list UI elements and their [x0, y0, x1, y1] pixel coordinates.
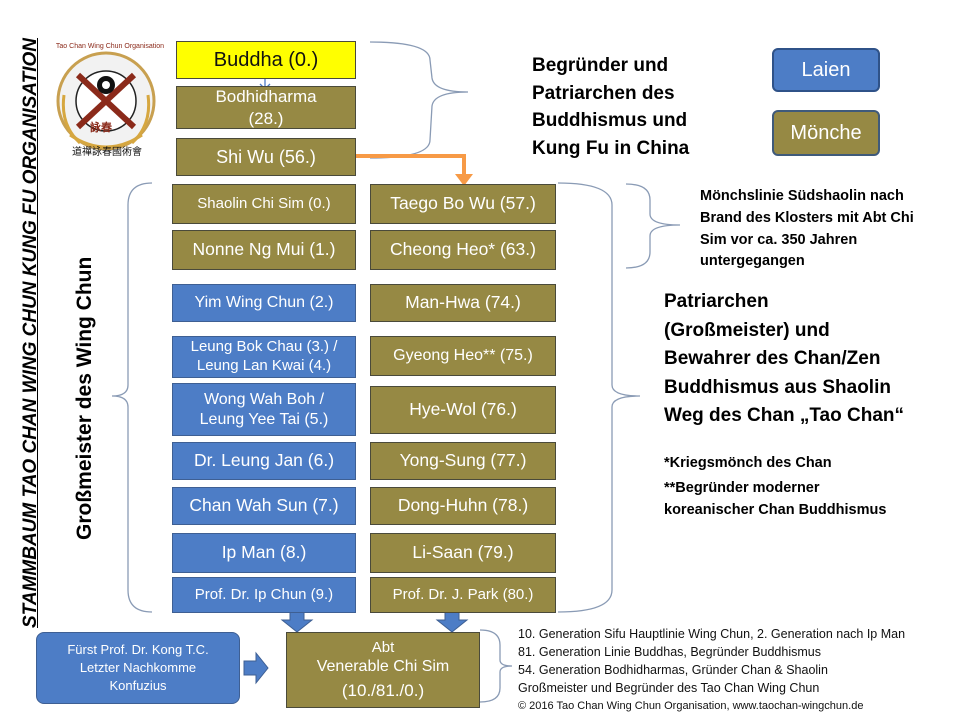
brace-right — [557, 182, 641, 613]
node-shiwu: Shi Wu (56.) — [176, 138, 356, 176]
down-arrow-left — [280, 611, 314, 633]
node-right-7: Dong-Huhn (78.) — [370, 487, 556, 525]
heading-patriarchs: Patriarchen (Großmeister) und Bewahrer d… — [664, 291, 904, 426]
logo-chinese-bottom: 道禪詠春國術會 — [72, 147, 142, 158]
node-left-7: Chan Wah Sun (7.) — [172, 487, 356, 525]
node-left-1: Shaolin Chi Sim (0.) — [172, 184, 356, 224]
brace-founders — [369, 41, 469, 159]
node-right-1: Taego Bo Wu (57.) — [370, 184, 556, 224]
generation-line-4: Großmeister und Begründer des Tao Chan W… — [518, 681, 820, 695]
side-label: Großmeister des Wing Chun — [73, 256, 96, 540]
node-right-3: Man-Hwa (74.) — [370, 284, 556, 322]
organisation-logo: 詠春 Tao Chan Wing Chun Organisation — [50, 43, 164, 157]
node-bodhidharma: Bodhidharma (28.) — [176, 86, 356, 129]
node-left-3: Yim Wing Chun (2.) — [172, 284, 356, 322]
orange-arrow-head — [455, 174, 473, 186]
down-arrow-right — [435, 611, 469, 633]
legend-moenche: Mönche — [772, 110, 880, 156]
yin-yang-crossed-sticks-emblem-icon — [56, 51, 156, 151]
logo-chinese-center: 詠春 — [90, 122, 112, 134]
node-right-4: Gyeong Heo** (75.) — [370, 336, 556, 376]
copyright: © 2016 Tao Chan Wing Chun Organisation, … — [518, 700, 864, 712]
abt-line3: (10./81./0.) — [341, 681, 425, 701]
node-right-8: Li-Saan (79.) — [370, 533, 556, 573]
node-buddha: Buddha (0.) — [176, 41, 356, 79]
footnote-2: **Begründer moderner koreanischer Chan B… — [664, 480, 887, 518]
brace-generations — [479, 629, 513, 703]
node-right-2: Cheong Heo* (63.) — [370, 230, 556, 270]
brace-south-shaolin — [625, 183, 681, 269]
node-left-4: Leung Bok Chau (3.) / Leung Lan Kwai (4.… — [172, 336, 356, 378]
node-left-8: Ip Man (8.) — [172, 533, 356, 573]
node-left-6: Dr. Leung Jan (6.) — [172, 442, 356, 480]
heading-founders: Begründer und Patriarchen des Buddhismus… — [532, 55, 690, 159]
node-right-5: Hye-Wol (76.) — [370, 386, 556, 434]
legend-laien: Laien — [772, 48, 880, 92]
right-arrow-kong — [243, 651, 269, 685]
footnote-1: *Kriegsmönch des Chan — [664, 455, 832, 471]
abt-line1: Abt — [371, 638, 395, 656]
node-kong: Fürst Prof. Dr. Kong T.C. Letzter Nachko… — [36, 632, 240, 704]
brace-left — [111, 182, 153, 613]
generation-line-3: 54. Generation Bodhidharmas, Gründer Cha… — [518, 663, 828, 677]
node-right-9: Prof. Dr. J. Park (80.) — [370, 577, 556, 613]
vertical-title: STAMMBAUM TAO CHAN WING CHUN KUNG FU ORG… — [20, 37, 41, 628]
node-left-5: Wong Wah Boh / Leung Yee Tai (5.) — [172, 383, 356, 436]
heading-south-shaolin: Mönchslinie Südshaolin nach Brand des Kl… — [700, 188, 914, 270]
node-abt: Abt Venerable Chi Sim (10./81./0.) — [286, 632, 480, 708]
node-left-2: Nonne Ng Mui (1.) — [172, 230, 356, 270]
abt-line2: Venerable Chi Sim — [316, 658, 450, 676]
node-right-6: Yong-Sung (77.) — [370, 442, 556, 480]
orange-arrow — [356, 154, 466, 176]
node-left-9: Prof. Dr. Ip Chun (9.) — [172, 577, 356, 613]
generation-line-1: 10. Generation Sifu Hauptlinie Wing Chun… — [518, 627, 906, 641]
logo-ring-text: Tao Chan Wing Chun Organisation — [55, 43, 165, 50]
generation-line-2: 81. Generation Linie Buddhas, Begründer … — [518, 645, 821, 659]
